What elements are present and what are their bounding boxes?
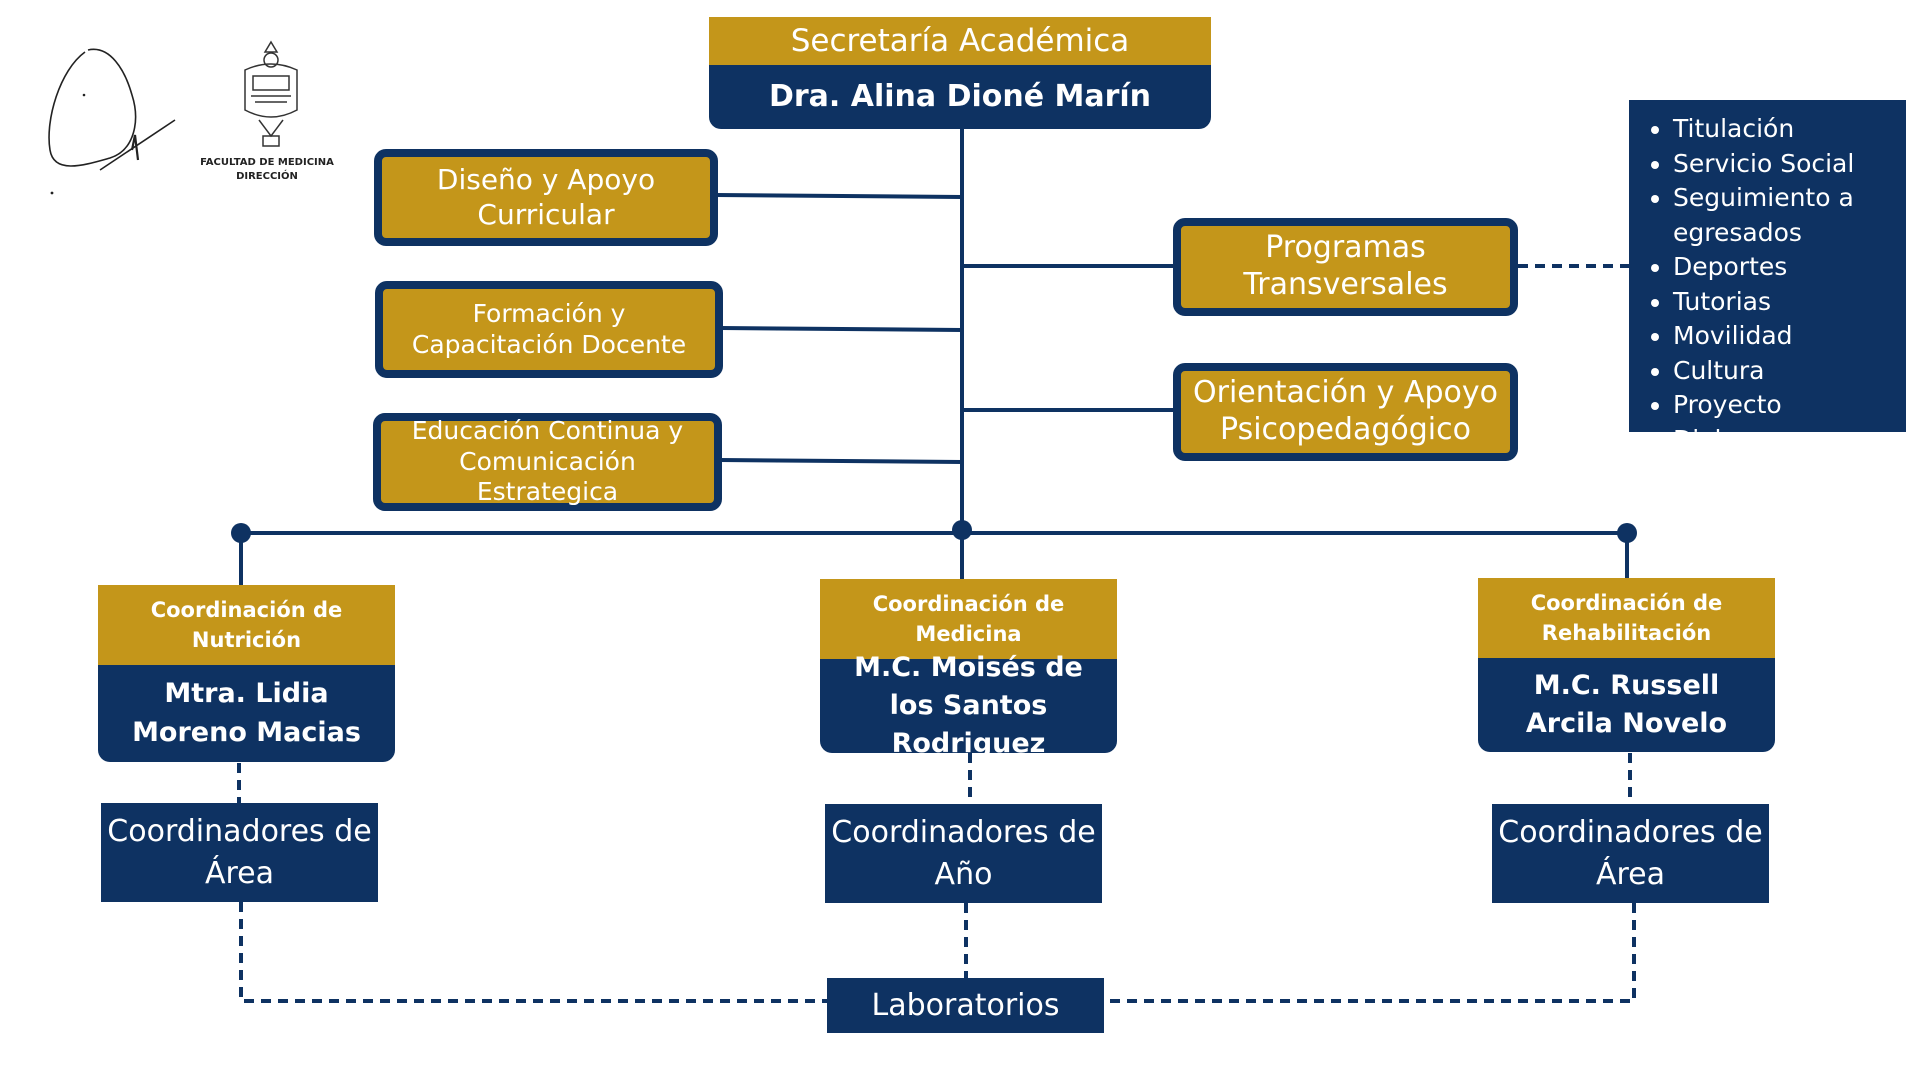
secretaria-name: Dra. Alina Dioné Marín Cárdenas bbox=[709, 65, 1211, 129]
unit-programas-transversales: Programas Transversales bbox=[1173, 218, 1518, 316]
junction-dot-center bbox=[952, 520, 972, 540]
coordinacion-rehabilitacion: Coordinación de Rehabilitación M.C. Russ… bbox=[1478, 578, 1775, 752]
logo-caption-line2: DIRECCIÓN bbox=[236, 170, 298, 182]
coordinator-name: M.C. Russell Arcila Novelo bbox=[1478, 658, 1775, 752]
junction-dot-left bbox=[231, 523, 251, 543]
coordinadores-anio-medicina: Coordinadores de Año bbox=[825, 804, 1102, 903]
list-item: Tutorias bbox=[1673, 285, 1896, 320]
coordinacion-header: Coordinación de Nutrición bbox=[98, 585, 395, 665]
coordinacion-medicina: Coordinación de Medicina M.C. Moisés de … bbox=[820, 579, 1117, 753]
dashed-area1-lab bbox=[239, 902, 827, 1003]
programas-list: Titulación Servicio Social Seguimiento a… bbox=[1643, 112, 1896, 457]
list-item: Movilidad bbox=[1673, 319, 1896, 354]
coordinadores-area-nutricion: Coordinadores de Área bbox=[101, 803, 378, 902]
unit-diseno-curricular: Diseño y Apoyo Curricular bbox=[374, 149, 718, 246]
list-item: Servicio Social bbox=[1673, 147, 1896, 182]
coordinadores-area-rehabilitacion: Coordinadores de Área bbox=[1492, 804, 1769, 903]
secretaria-title: Secretaría Académica bbox=[709, 17, 1211, 65]
list-item: Proyecto Dialogos bbox=[1673, 388, 1896, 457]
dashed-area2-lab bbox=[1104, 903, 1636, 1003]
coordinator-name: Mtra. Lidia Moreno Macias bbox=[98, 665, 395, 762]
connector-formacion bbox=[720, 326, 963, 332]
unit-orientacion-psicopedagogica: Orientación y Apoyo Psicopedagógico bbox=[1173, 363, 1518, 461]
unit-formacion-docente: Formación y Capacitación Docente bbox=[375, 281, 723, 378]
coordinacion-header: Coordinación de Rehabilitación bbox=[1478, 578, 1775, 658]
coordinacion-header: Coordinación de Medicina bbox=[820, 579, 1117, 659]
list-item: Seguimiento a egresados bbox=[1673, 181, 1896, 250]
connector-educacion bbox=[719, 458, 963, 464]
logo-caption: FACULTAD DE MEDICINA DIRECCIÓN bbox=[192, 156, 342, 183]
unit-educacion-continua: Educación Continua y Comunicación Estrat… bbox=[373, 413, 722, 511]
university-crest-icon bbox=[244, 40, 298, 147]
list-item: Titulación bbox=[1673, 112, 1896, 147]
programas-list-box: Titulación Servicio Social Seguimiento a… bbox=[1629, 100, 1906, 454]
list-item: Cultura bbox=[1673, 354, 1896, 389]
junction-dot-right bbox=[1617, 523, 1637, 543]
laboratorios-box: Laboratorios bbox=[827, 978, 1104, 1033]
list-item: Deportes bbox=[1673, 250, 1896, 285]
handwritten-signature-icon bbox=[48, 48, 176, 195]
coordinacion-nutricion: Coordinación de Nutrición Mtra. Lidia Mo… bbox=[98, 585, 395, 762]
logo-caption-line1: FACULTAD DE MEDICINA bbox=[200, 157, 334, 168]
secretaria-box: Secretaría Académica Dra. Alina Dioné Ma… bbox=[709, 17, 1211, 129]
connector-diseno bbox=[715, 193, 963, 199]
coordinator-name: M.C. Moisés de los Santos Rodriguez bbox=[820, 652, 1117, 753]
